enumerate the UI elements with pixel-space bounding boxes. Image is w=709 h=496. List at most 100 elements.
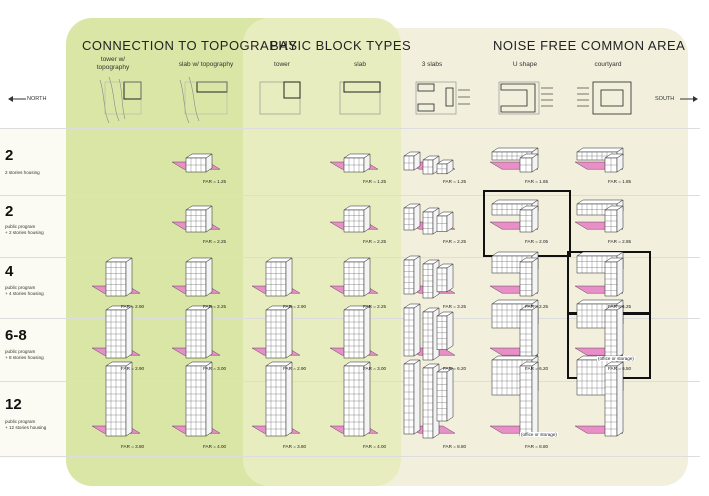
block-side (531, 361, 539, 437)
plan-slab-topo (179, 76, 228, 124)
far-label: FAR = 4.25 (608, 304, 632, 309)
block-side (363, 361, 371, 437)
block-roof (491, 355, 539, 361)
far-label: FAR = 2.25 (363, 304, 387, 309)
block-side (616, 257, 624, 297)
far-label: FAR = 2.85 (608, 239, 632, 244)
col-head-slab: slab (354, 61, 366, 68)
block-side (205, 361, 213, 437)
block-roof (576, 147, 624, 153)
block-side (616, 205, 624, 233)
far-label: FAR = 1.25 (203, 179, 227, 184)
far-label: FAR = 3.80 (283, 444, 307, 449)
row-divider (0, 257, 700, 258)
col-head-3slabs: 3 slabs (421, 61, 443, 68)
block-side (285, 257, 293, 297)
far-label: FAR = 2.90 (121, 304, 145, 309)
row-divider (0, 456, 700, 457)
block-side (531, 153, 539, 173)
far-label: FAR = 2.25 (203, 239, 227, 244)
far-label: FAR = 6.50 (608, 366, 632, 371)
block-side (413, 151, 421, 171)
block-roof (491, 147, 539, 153)
col-head-tower: tower (274, 61, 290, 68)
row-2-description: public program + 2 stories housing (5, 224, 44, 235)
block-roof (491, 199, 539, 205)
far-label: FAR = 2.25 (203, 304, 227, 309)
row-4-number: 6-8 (5, 327, 27, 344)
far-label: FAR = 2.25 (443, 239, 467, 244)
section-title-basic: BASIC BLOCK TYPES (270, 38, 412, 53)
block-side (616, 153, 624, 173)
block-side (363, 205, 371, 233)
block-side (363, 153, 371, 173)
block-side (205, 153, 213, 173)
block-roof (576, 251, 624, 257)
plan-ushape (498, 81, 553, 115)
block-side (446, 211, 454, 232)
section-title-connection: CONNECTION TO TOPOGRAPHY (82, 38, 298, 53)
far-label: FAR = 8.80 (525, 444, 549, 449)
far-label: FAR = 1.65 (525, 179, 549, 184)
south-label: SOUTH (655, 96, 675, 102)
far-label: FAR = 8.80 (443, 444, 467, 449)
far-label: FAR = 3.00 (363, 366, 387, 371)
far-label: FAR = 6.20 (443, 366, 467, 371)
far-label: FAR = 1.25 (443, 179, 467, 184)
block-side (446, 311, 454, 351)
far-label: FAR = 4.00 (363, 444, 387, 449)
far-label: FAR = 2.05 (525, 239, 549, 244)
office-note: (office or storage) (520, 432, 558, 437)
block-side (531, 257, 539, 297)
far-label: FAR = 2.25 (525, 304, 549, 309)
far-label: FAR = 2.90 (283, 304, 307, 309)
row-4-description: public program + 8 stories housing (5, 349, 44, 360)
row-1-number: 2 (5, 147, 14, 164)
row-divider (0, 195, 700, 196)
block-side (616, 361, 624, 437)
block-side (531, 205, 539, 233)
office-note: (office or storage) (597, 356, 635, 361)
far-label: FAR = 4.00 (203, 444, 227, 449)
col-head-ushape: U shape (512, 61, 538, 68)
block-side (285, 361, 293, 437)
block-side (446, 263, 454, 293)
row-5-number: 12 (5, 396, 22, 413)
block-side (446, 159, 454, 175)
block-side (413, 255, 421, 295)
row-5-description: public program + 12 stories housing (5, 419, 47, 430)
block-side (413, 303, 421, 357)
block-side (285, 305, 293, 359)
arrow-right-icon (680, 96, 698, 102)
row-divider (0, 128, 700, 129)
row-1-description: 2 stories housing (5, 170, 40, 175)
far-label: FAR = 3.80 (121, 444, 145, 449)
far-label: FAR = 2.25 (363, 239, 387, 244)
col-head-tower-topo: tower w/ topography (96, 56, 130, 71)
plan-tower (259, 81, 301, 115)
block-side (413, 359, 421, 435)
plan-courtyard (577, 81, 632, 115)
block-roof (491, 251, 539, 257)
plan-tower-topo (99, 76, 142, 124)
block-side (616, 305, 624, 359)
far-label: FAR = 1.85 (608, 179, 632, 184)
block-side (205, 257, 213, 297)
block-side (531, 305, 539, 359)
block-side (205, 205, 213, 233)
plan-3slabs (415, 81, 470, 115)
block-side (363, 257, 371, 297)
block-side (413, 203, 421, 231)
block-side (446, 367, 454, 422)
block-side (363, 305, 371, 359)
north-label: NORTH (27, 96, 47, 102)
col-head-courtyard: courtyard (594, 61, 622, 68)
row-3-description: public program + 4 stories housing (5, 285, 44, 296)
row-2-number: 2 (5, 203, 14, 220)
arrow-left-icon (8, 96, 26, 102)
plan-slab (339, 81, 381, 115)
far-label: FAR = 3.25 (443, 304, 467, 309)
block-side (125, 305, 133, 359)
block-roof (576, 199, 624, 205)
